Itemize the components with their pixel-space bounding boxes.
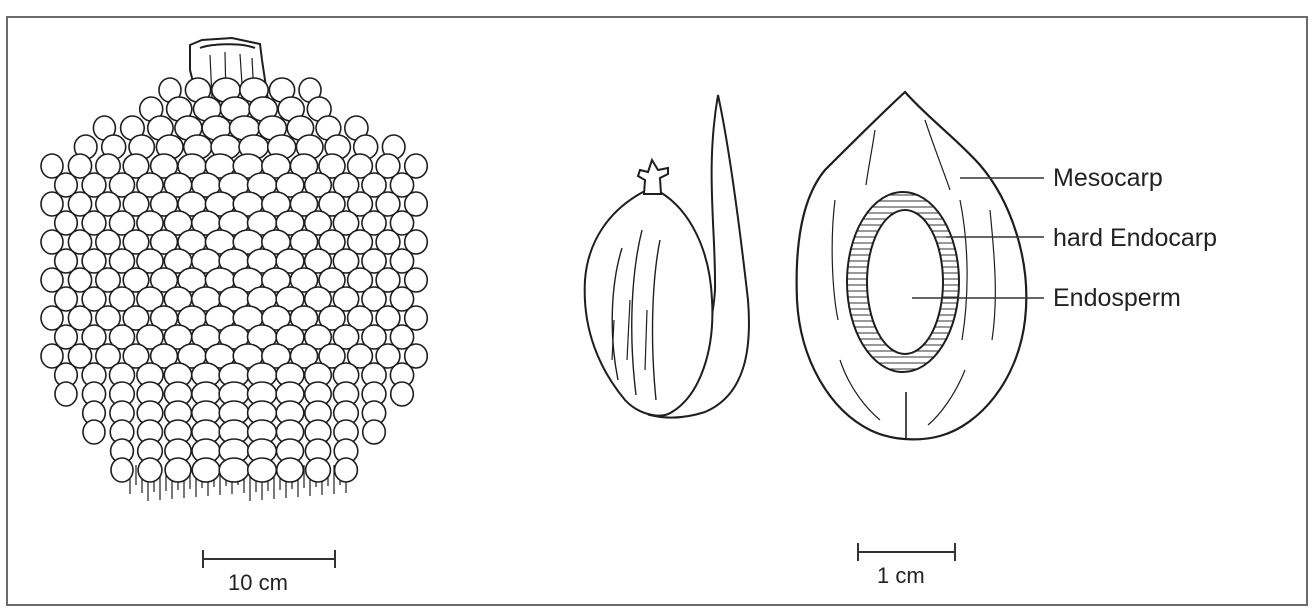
scale	[391, 382, 414, 406]
scale-bar-1cm	[858, 543, 955, 561]
fruit-body	[585, 192, 713, 416]
fruit-section-illustration	[797, 92, 1027, 439]
scale	[138, 458, 162, 482]
stigma	[638, 160, 668, 194]
scale	[363, 420, 386, 444]
flower-illustration	[585, 95, 749, 418]
scale	[83, 420, 105, 444]
mesocarp-label: Mesocarp	[1053, 166, 1163, 191]
scale	[248, 458, 277, 482]
scale	[306, 458, 331, 482]
scale	[219, 458, 249, 482]
endosperm-label: Endosperm	[1053, 286, 1181, 311]
infructescence-illustration	[41, 38, 427, 501]
scale-label-1cm: 1 cm	[877, 565, 925, 587]
scale	[165, 458, 191, 482]
scale-label-10cm: 10 cm	[228, 572, 288, 594]
hard-endocarp-label: hard Endocarp	[1053, 226, 1217, 251]
scale	[55, 382, 77, 406]
scale	[192, 458, 220, 482]
endosperm	[867, 210, 943, 354]
infructescence-scales	[41, 78, 427, 482]
scale	[335, 458, 358, 482]
scale-bar-10cm	[203, 550, 335, 568]
scale	[111, 458, 133, 482]
scale	[277, 458, 304, 482]
